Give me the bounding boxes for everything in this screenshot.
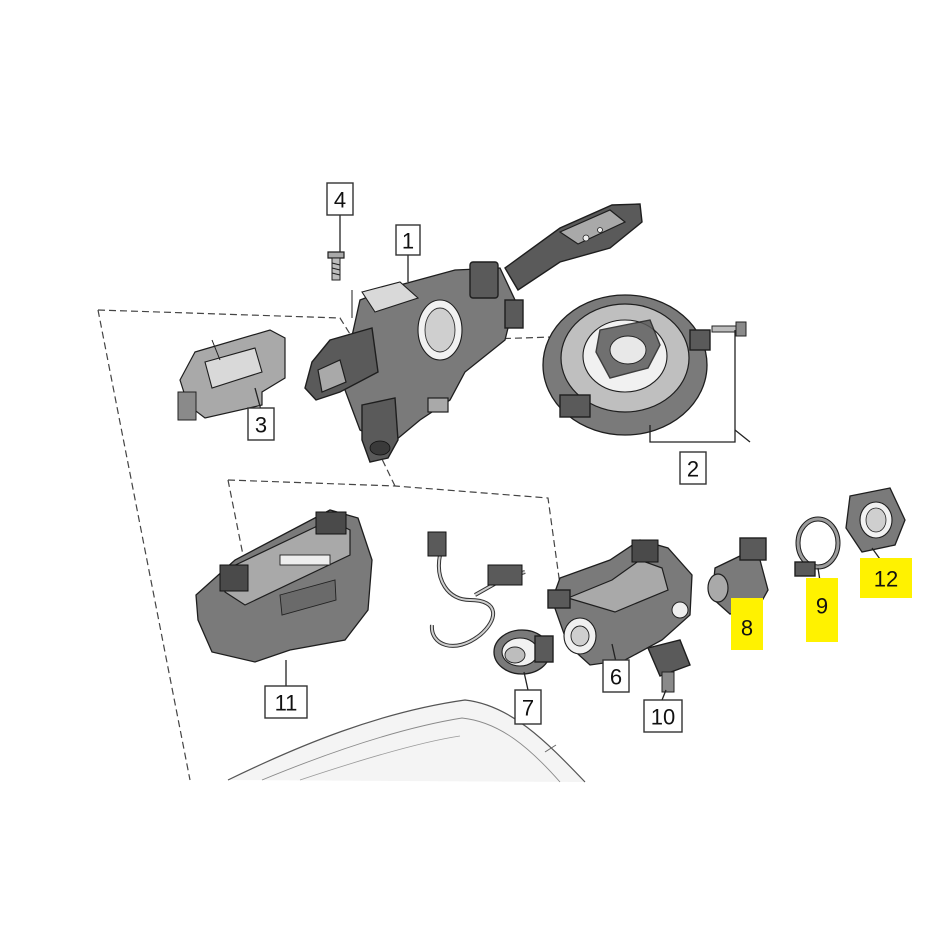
callout-9: 9: [806, 578, 838, 642]
lock-ring-part-7: [493, 629, 554, 675]
callout-11: 11: [264, 685, 308, 719]
callout-8-label: 8: [741, 616, 753, 641]
callout-12: 12: [860, 558, 912, 598]
combination-switch-part-1: [304, 203, 643, 463]
callout-10-label: 10: [651, 705, 675, 730]
callout-4: 4: [326, 182, 354, 216]
ring-part-9: [794, 516, 841, 577]
callout-4-label: 4: [334, 188, 346, 213]
callout-6: 6: [602, 659, 630, 693]
callout-6-label: 6: [610, 665, 622, 690]
steering-wheel-rim: [227, 699, 586, 783]
screw-part-4: [327, 251, 345, 281]
callout-2-label: 2: [687, 457, 699, 482]
clock-spring-part-2: [542, 294, 751, 443]
callout-11-label: 11: [275, 691, 298, 716]
callout-7: 7: [514, 689, 542, 725]
callout-1-label: 1: [402, 229, 414, 254]
callout-8: 8: [731, 598, 763, 650]
ignition-lock-housing-part-6: [547, 539, 693, 666]
callout-3: 3: [247, 407, 275, 441]
callout-3-label: 3: [255, 413, 267, 438]
bracket-part-3: [177, 329, 286, 421]
callout-12-label: 12: [874, 567, 898, 592]
callout-7-label: 7: [522, 696, 534, 721]
wire-harness: [427, 531, 526, 648]
trim-cover-part-11: [195, 509, 373, 663]
callout-10: 10: [643, 699, 683, 733]
connector-part-10: [647, 639, 691, 693]
ring-part-12: [845, 487, 906, 553]
callout-2: 2: [679, 451, 707, 485]
callout-9-label: 9: [816, 594, 828, 619]
callout-1: 1: [395, 224, 421, 256]
